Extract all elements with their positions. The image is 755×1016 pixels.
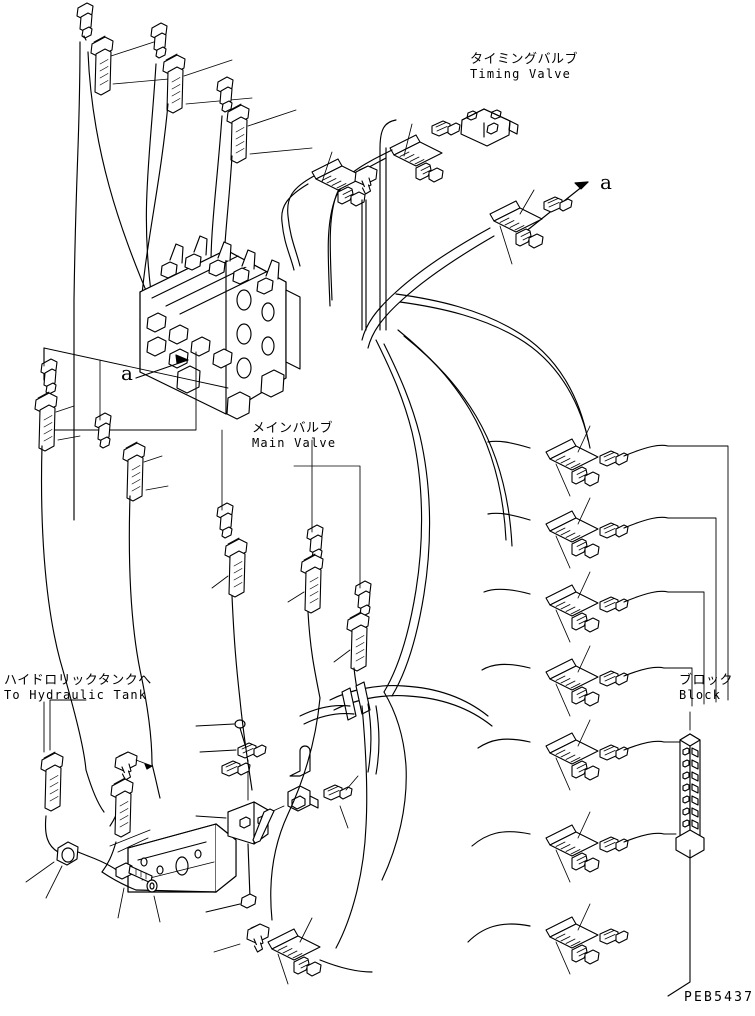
main-valve-body: [139, 235, 301, 420]
bracket-bolt-1: [115, 862, 153, 919]
label-block-en: Block: [679, 688, 722, 702]
hose-clamp: [341, 681, 371, 721]
mid-fitting-2: [306, 439, 324, 561]
timing-valve-body: [460, 108, 519, 147]
block-hose-row-7: [467, 903, 629, 975]
mid-fitting-3: [293, 465, 372, 617]
solenoid-valve: [287, 745, 319, 812]
section-mark-a-left: a: [121, 361, 133, 385]
label-hydraulic-tank-en: To Hydraulic Tank: [4, 688, 148, 702]
block-hose-row-2: [487, 497, 669, 569]
bottom-elbow: [213, 923, 270, 953]
tank-swivel-joint: [25, 841, 89, 899]
left-fitting-2: [94, 359, 112, 449]
timing-valve-fitting: [431, 120, 461, 137]
block-hose-row-4: [481, 645, 665, 717]
timing-valve-hose-end: [389, 123, 444, 183]
mid-tube-1: [211, 537, 248, 598]
label-timing-valve-en: Timing Valve: [470, 67, 572, 81]
mid-tube-3: [333, 611, 370, 672]
timing-valve-hose-end-2: [311, 151, 366, 207]
mid-tube-2: [287, 553, 324, 614]
block-hose-row-5: [477, 719, 665, 791]
block-manifold: [675, 733, 705, 859]
block-hose-row-6: [471, 811, 665, 883]
tank-tube-2: [101, 777, 134, 873]
label-hydraulic-tank-jp: ハイドロリックタンクへ: [4, 673, 152, 688]
label-main-valve-en: Main Valve: [252, 436, 337, 450]
label-hydraulic-tank: ハイドロリックタンクへ To Hydraulic Tank: [4, 673, 152, 703]
left-fitting-1: [40, 347, 58, 395]
label-timing-valve-jp: タイミングバルブ: [470, 52, 579, 67]
section-mark-a-right: a: [600, 170, 612, 194]
label-main-valve-jp: メインバルブ: [252, 421, 334, 436]
label-timing-valve: タイミングバルブ Timing Valve: [470, 52, 578, 82]
label-block-jp: ブロック: [679, 673, 734, 688]
elbow-fitting-top: [354, 165, 378, 331]
small-pin: [252, 808, 275, 844]
left-tube-2: [122, 441, 169, 502]
label-main-valve: メインバルブ Main Valve: [252, 421, 336, 451]
hose-end-fitting-a-right: [489, 189, 573, 265]
bracket-upper-fitting: [221, 760, 251, 777]
tank-tube-1: [40, 751, 64, 853]
mounting-bracket: [127, 823, 237, 893]
mid-fitting-1: [216, 429, 234, 539]
bracket-top-fitting: [237, 742, 267, 759]
left-tube-1: [34, 391, 81, 452]
hose-end-fitting-top-2: [150, 22, 253, 114]
hose-end-fitting-top-3: [216, 76, 313, 164]
bottom-hose: [267, 917, 322, 985]
section-arrow-a-left: [135, 354, 189, 379]
label-block: ブロック Block: [679, 673, 733, 703]
block-hose-row-3: [483, 571, 669, 643]
bracket-bottom-plug: [240, 893, 257, 909]
drawing-part-number: PEB5437: [684, 990, 755, 1005]
block-hose-row-1: [487, 425, 669, 497]
